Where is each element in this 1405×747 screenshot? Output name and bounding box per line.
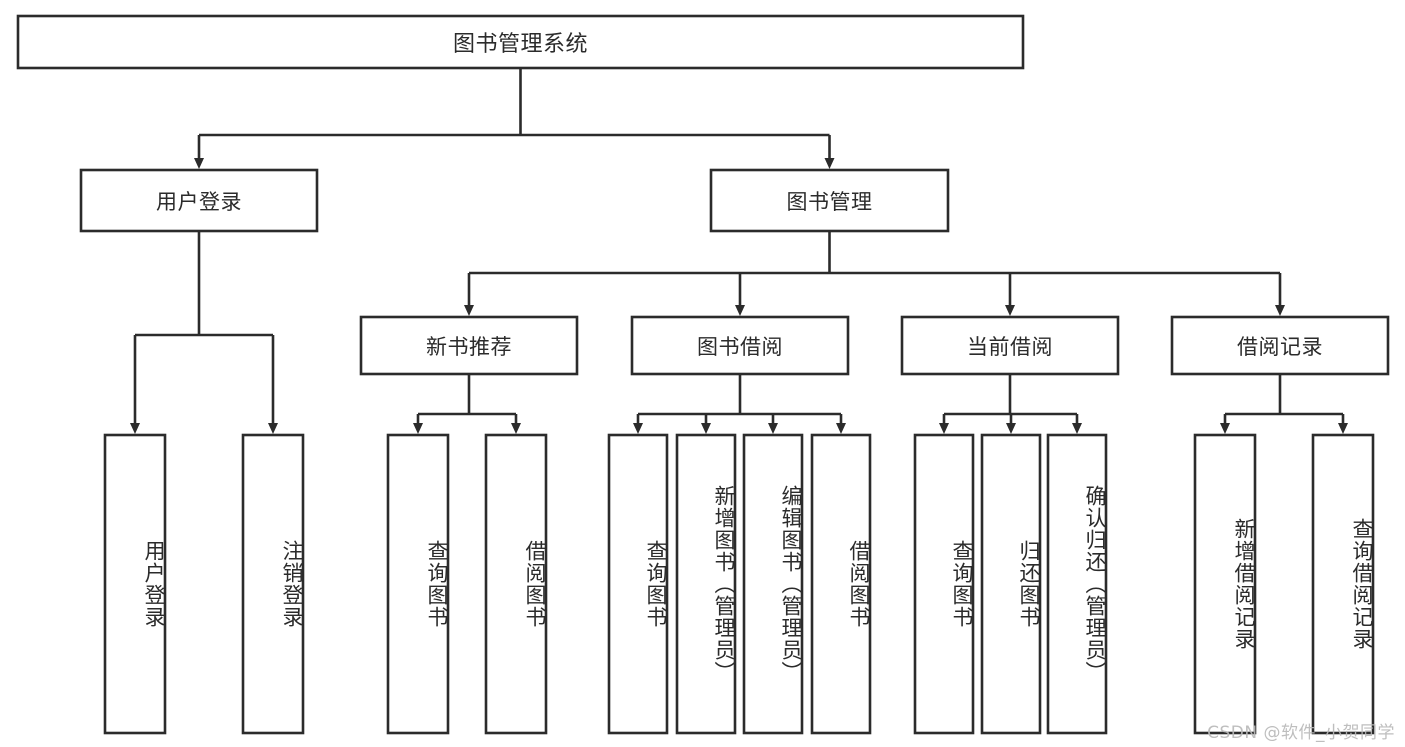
node-box[interactable] [241, 433, 305, 735]
node-box[interactable] [607, 433, 669, 735]
watermark-text: CSDN @软件_小贺同学 [1207, 723, 1395, 743]
node-box[interactable] [1193, 433, 1257, 735]
node-box[interactable] [1311, 433, 1375, 735]
node-box[interactable] [709, 168, 950, 233]
node-box[interactable] [810, 433, 872, 735]
node-box[interactable] [1046, 433, 1108, 735]
node-box[interactable] [900, 315, 1120, 376]
node-boxes-group [16, 14, 1390, 735]
node-box[interactable] [980, 433, 1042, 735]
node-box[interactable] [386, 433, 450, 735]
node-box[interactable] [484, 433, 548, 735]
node-box[interactable] [79, 168, 319, 233]
node-box[interactable] [913, 433, 975, 735]
node-box[interactable] [742, 433, 804, 735]
node-box[interactable] [359, 315, 579, 376]
node-box[interactable] [630, 315, 850, 376]
node-box[interactable] [675, 433, 737, 735]
node-box[interactable] [16, 14, 1025, 70]
connector-lines-group [130, 68, 1348, 434]
node-box[interactable] [103, 433, 167, 735]
node-box[interactable] [1170, 315, 1390, 376]
